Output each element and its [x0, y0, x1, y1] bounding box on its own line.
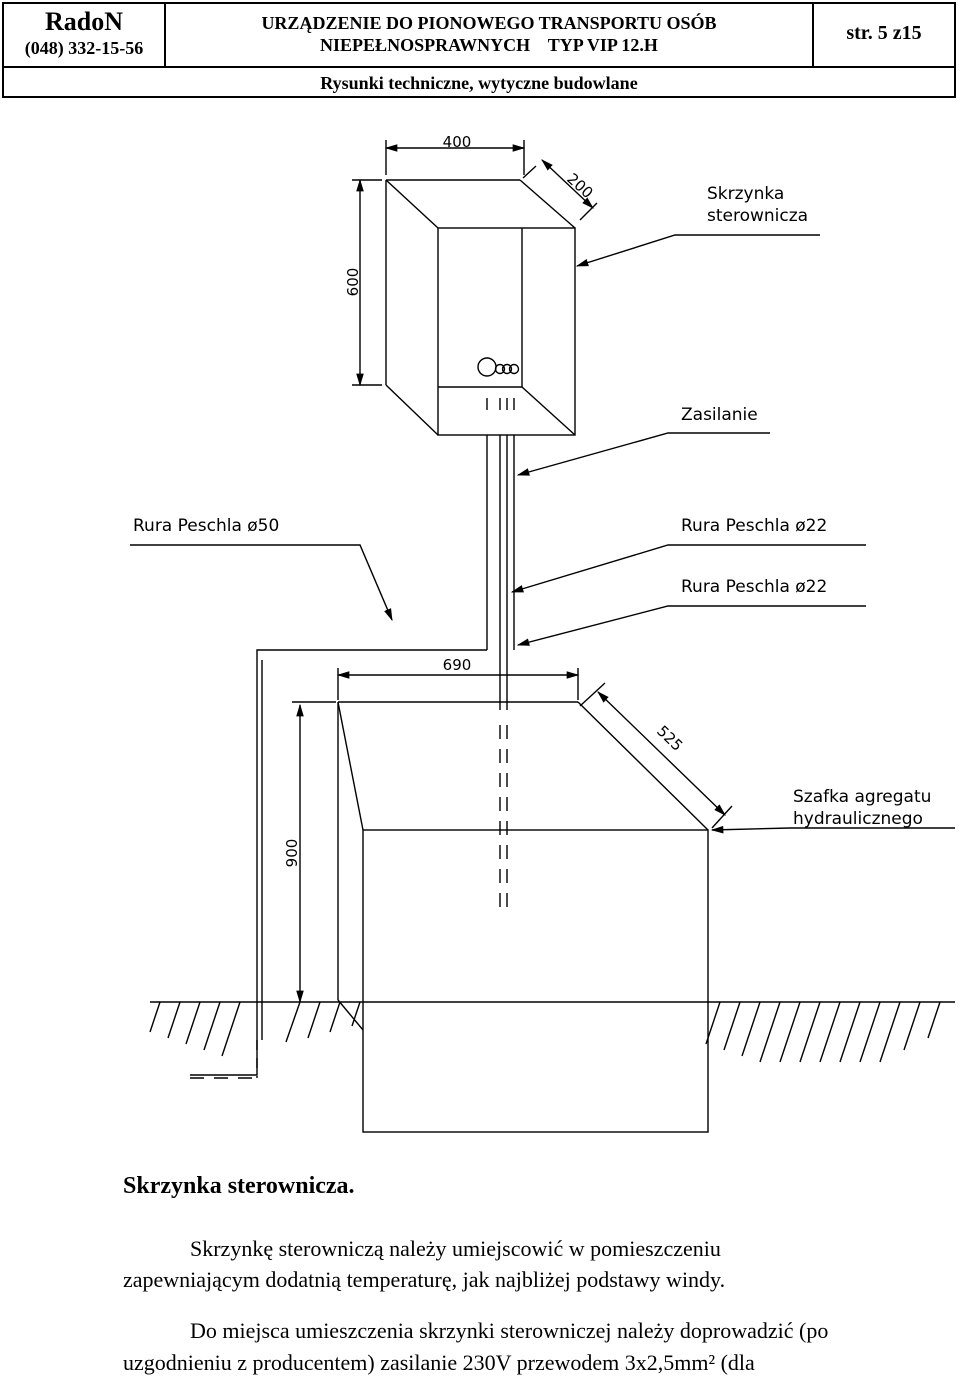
company-cell: RadoN (048) 332-15-56	[4, 4, 166, 66]
leader-pipe50	[130, 544, 393, 622]
page-number: str. 5 z15	[846, 22, 922, 44]
section-caption: Skrzynka sterownicza.	[123, 1173, 355, 1199]
page-cell: str. 5 z15	[814, 4, 954, 66]
page-header: RadoN (048) 332-15-56 URZĄDZENIE DO PION…	[2, 2, 956, 98]
document-title-line2: NIEPEŁNOSPRAWNYCH TYP VIP 12.H	[320, 35, 658, 55]
header-top-row: RadoN (048) 332-15-56 URZĄDZENIE DO PION…	[4, 4, 954, 68]
label-control-box-line2: sterownicza	[707, 206, 808, 226]
label-pipe22-a: Rura Peschla ø22	[681, 516, 827, 536]
hydraulic-cabinet	[337, 701, 709, 1133]
company-phone: (048) 332-15-56	[24, 38, 144, 58]
body-line-4: uzgodnieniu z producentem) zasilanie 230…	[123, 1350, 755, 1375]
body-line-3: Do miejsca umieszczenia skrzynki sterown…	[190, 1318, 829, 1343]
leader-control-box	[575, 234, 820, 267]
dim-box-depth: 200	[563, 170, 596, 203]
control-box-dimensions	[352, 140, 598, 387]
company-name: RadoN	[44, 7, 123, 36]
dim-cabinet-width: 690	[443, 656, 472, 674]
label-cabinet-line1: Szafka agregatu	[793, 787, 931, 807]
body-line-1: Skrzynkę sterowniczą należy umiejscowić …	[190, 1236, 721, 1261]
leader-pipe22-b	[516, 605, 866, 646]
conduit-pipes	[190, 435, 515, 1079]
leader-supply	[516, 432, 770, 476]
label-control-box-line1: Skrzynka	[707, 184, 784, 204]
technical-drawing: 400 200 600 Skrzynka sterownicza Zasilan…	[130, 133, 955, 1133]
cabinet-dimensions	[292, 668, 733, 1004]
body-line-2: zapewniającym dodatnią temperaturę, jak …	[123, 1267, 726, 1292]
leader-pipe22-a	[510, 544, 866, 593]
ground-line	[149, 1001, 955, 1063]
document-title-line1: URZĄDZENIE DO PIONOWEGO TRANSPORTU OSÓB	[261, 13, 717, 33]
control-box	[385, 179, 576, 436]
label-pipe50: Rura Peschla ø50	[133, 516, 279, 536]
label-cabinet-line2: hydraulicznego	[793, 809, 923, 829]
leader-cabinet	[710, 825, 955, 834]
title-cell: URZĄDZENIE DO PIONOWEGO TRANSPORTU OSÓB …	[166, 4, 814, 66]
section-subtitle: Rysunki techniczne, wytyczne budowlane	[320, 73, 638, 93]
dim-cabinet-height: 900	[283, 839, 301, 868]
label-pipe22-b: Rura Peschla ø22	[681, 577, 827, 597]
dim-box-width: 400	[443, 133, 472, 151]
label-supply: Zasilanie	[681, 405, 758, 425]
dim-box-height: 600	[344, 268, 362, 297]
